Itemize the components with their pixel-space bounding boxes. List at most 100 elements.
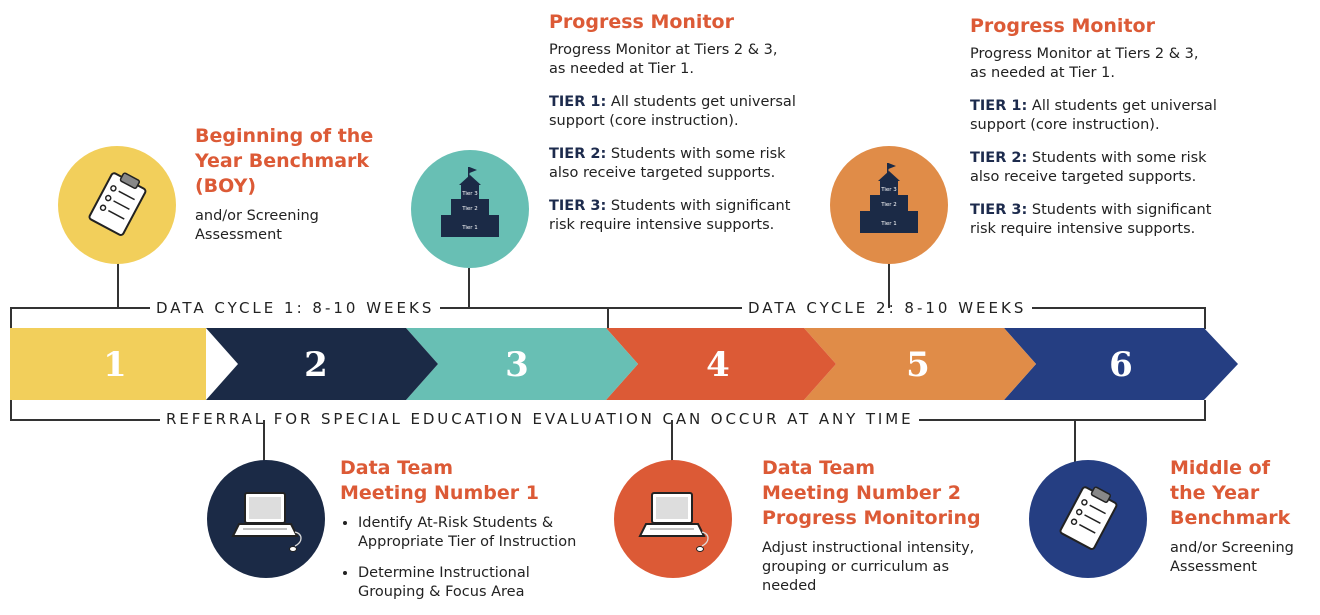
tier3-text-line2: risk require intensive supports. <box>970 221 1196 237</box>
school-icon: Tier 3 Tier 2 Tier 1 <box>441 167 499 237</box>
school-tier1: Tier 1 <box>880 221 897 227</box>
moy-title-line1: Middle of <box>1170 457 1270 479</box>
school-icon: Tier 3 Tier 2 Tier 1 <box>860 163 918 233</box>
laptop-icon <box>638 492 709 552</box>
moy-body-line1: and/or Screening <box>1170 540 1294 556</box>
moy-title-line3: Benchmark <box>1170 507 1291 529</box>
bracket-tick <box>1204 307 1206 329</box>
school-tier1: Tier 1 <box>461 225 478 231</box>
dtm2-circle <box>614 460 732 578</box>
referral-label: REFERRAL FOR SPECIAL EDUCATION EVALUATIO… <box>160 409 920 429</box>
dtm1-circle <box>207 460 325 578</box>
step-2-number: 2 <box>304 345 328 385</box>
pm1-title: Progress Monitor <box>549 11 734 33</box>
pm1-intro: Progress Monitor at Tiers 2 & 3, as need… <box>549 41 819 79</box>
laptop-icon <box>231 492 302 552</box>
tier3-text: Students with significant <box>1027 202 1212 218</box>
connector-line <box>468 268 470 308</box>
boy-title-line2: Year Benchmark <box>195 150 370 172</box>
school-tier3: Tier 3 <box>880 187 897 193</box>
cycle2-label: DATA CYCLE 2: 8-10 WEEKS <box>742 298 1033 318</box>
pm2-intro: Progress Monitor at Tiers 2 & 3, as need… <box>970 45 1240 83</box>
tier2-text: Students with some risk <box>606 146 786 162</box>
step-5-arrow <box>804 328 1036 400</box>
step-1-number: 1 <box>103 345 127 385</box>
connector-line <box>1074 420 1076 462</box>
moy-title-line2: the Year <box>1170 482 1260 504</box>
dtm1-bullet1-line1: Identify At-Risk Students & <box>358 515 554 531</box>
pm2-circle: Tier 3 Tier 2 Tier 1 <box>830 146 948 264</box>
tier1-text-line2: support (core instruction). <box>549 113 739 129</box>
pm1-circle: Tier 3 Tier 2 Tier 1 <box>411 150 529 268</box>
dtm2-text: Data Team Meeting Number 2 Progress Moni… <box>762 456 1022 596</box>
dtm2-body-line3: needed <box>762 578 817 594</box>
dtm1-text: Data Team Meeting Number 1 Identify At-R… <box>340 456 620 614</box>
step-4-arrow <box>606 328 836 400</box>
bracket-tick <box>10 307 12 329</box>
connector-line <box>263 420 265 462</box>
tier2-text-line2: also receive targeted supports. <box>970 169 1197 185</box>
pm1-tier2: TIER 2: Students with some risk also rec… <box>549 145 819 183</box>
tier1-label: TIER 1: <box>970 98 1028 114</box>
step-6-number: 6 <box>1109 345 1133 385</box>
boy-body-line1: and/or Screening <box>195 208 319 224</box>
connector-line <box>117 262 119 308</box>
tier1-text-line2: support (core instruction). <box>970 117 1160 133</box>
moy-circle <box>1029 460 1147 578</box>
bracket-tick <box>607 307 609 329</box>
boy-title-line3: (BOY) <box>195 175 257 197</box>
pm2-text: Progress Monitor Progress Monitor at Tie… <box>970 14 1240 253</box>
dtm1-bullet1-line2: Appropriate Tier of Instruction <box>358 534 577 550</box>
tier2-label: TIER 2: <box>549 146 607 162</box>
tier3-label: TIER 3: <box>549 198 607 214</box>
dtm2-title-line1: Data Team <box>762 457 876 479</box>
step-6-arrow <box>1004 328 1238 400</box>
step-1-arrow <box>10 328 206 400</box>
pm2-intro-line1: Progress Monitor at Tiers 2 & 3, <box>970 46 1199 62</box>
moy-text: Middle of the Year Benchmark and/or Scre… <box>1170 456 1315 577</box>
clipboard-icon <box>88 172 147 236</box>
dtm1-bullets: Identify At-Risk Students & Appropriate … <box>340 514 620 602</box>
pm1-intro-line2: as needed at Tier 1. <box>549 61 694 77</box>
tier2-text-line2: also receive targeted supports. <box>549 165 776 181</box>
dtm2-body-line1: Adjust instructional intensity, <box>762 540 975 556</box>
bracket-tick <box>1204 400 1206 420</box>
school-tier2: Tier 2 <box>880 202 897 208</box>
tier3-label: TIER 3: <box>970 202 1028 218</box>
step-3-arrow <box>406 328 638 400</box>
school-tier2: Tier 2 <box>461 206 478 212</box>
boy-circle <box>58 146 176 264</box>
dtm1-bullet-2: Determine Instructional Grouping & Focus… <box>358 564 620 602</box>
dtm1-bullet-1: Identify At-Risk Students & Appropriate … <box>358 514 620 552</box>
boy-title-line1: Beginning of the <box>195 125 374 147</box>
pm2-tier3: TIER 3: Students with significant risk r… <box>970 201 1240 239</box>
tier3-text: Students with significant <box>606 198 791 214</box>
school-tier3: Tier 3 <box>461 191 478 197</box>
tier1-text: All students get universal <box>606 94 796 110</box>
boy-body-line2: Assessment <box>195 227 282 243</box>
pm2-title: Progress Monitor <box>970 15 1155 37</box>
tier3-text-line2: risk require intensive supports. <box>549 217 775 233</box>
dtm1-bullet2-line1: Determine Instructional <box>358 565 530 581</box>
pm1-text: Progress Monitor Progress Monitor at Tie… <box>549 10 819 249</box>
connector-line <box>671 420 673 462</box>
clipboard-icon <box>1059 486 1118 550</box>
timeline-arrows: 1 2 3 4 5 6 <box>10 328 1238 400</box>
dtm2-body-line2: grouping or curriculum as <box>762 559 949 575</box>
dtm2-title-line2: Meeting Number 2 <box>762 482 961 504</box>
pm1-tier1: TIER 1: All students get universal suppo… <box>549 93 819 131</box>
tier2-label: TIER 2: <box>970 150 1028 166</box>
connector-line <box>888 262 890 308</box>
pm2-tier2: TIER 2: Students with some risk also rec… <box>970 149 1240 187</box>
dtm1-title-line1: Data Team <box>340 457 454 479</box>
bracket-tick <box>10 400 12 420</box>
tier1-text: All students get universal <box>1027 98 1217 114</box>
tier2-text: Students with some risk <box>1027 150 1207 166</box>
boy-text: Beginning of the Year Benchmark (BOY) an… <box>195 124 405 245</box>
step-5-number: 5 <box>906 345 930 385</box>
moy-body-line2: Assessment <box>1170 559 1257 575</box>
dtm1-title-line2: Meeting Number 1 <box>340 482 539 504</box>
dtm1-bullet2-line2: Grouping & Focus Area <box>358 584 525 600</box>
pm1-tier3: TIER 3: Students with significant risk r… <box>549 197 819 235</box>
pm1-intro-line1: Progress Monitor at Tiers 2 & 3, <box>549 42 778 58</box>
